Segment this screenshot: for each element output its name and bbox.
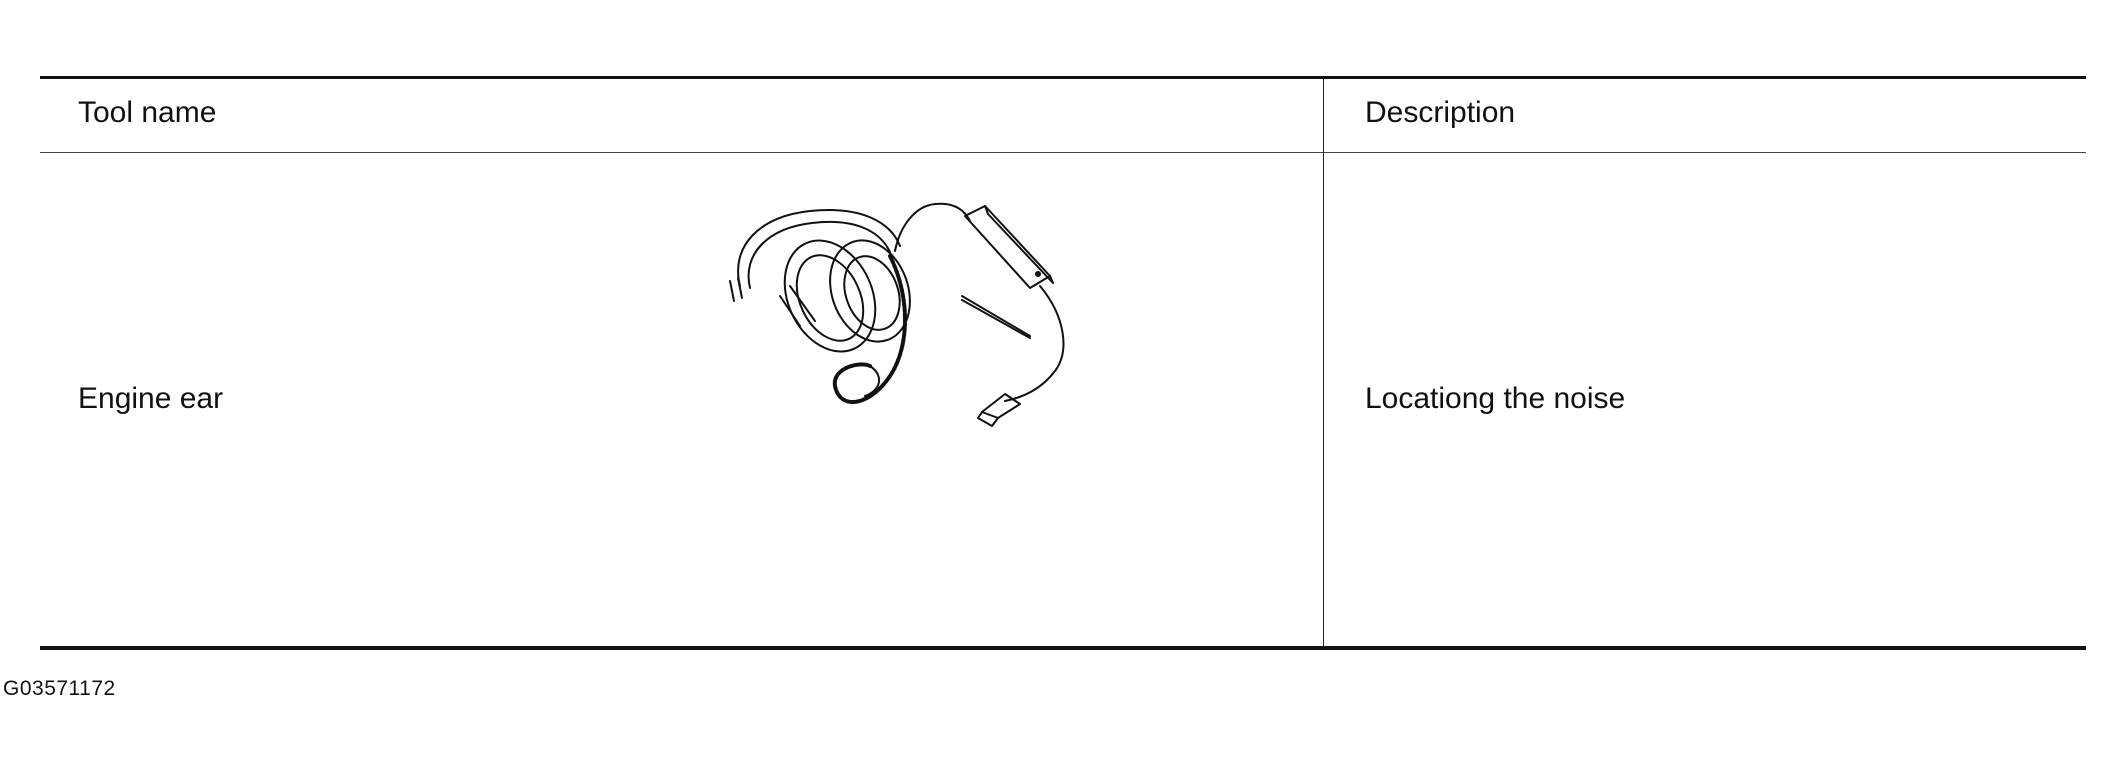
row-tool-name: Engine ear — [78, 382, 224, 415]
tool-table: Tool name Description Engine ear Locatio… — [40, 76, 2086, 650]
engine-ear-headset-icon — [729, 202, 1065, 427]
header-tool-name: Tool name — [78, 96, 217, 129]
table-top-rule — [40, 76, 2086, 79]
header-description: Description — [1365, 96, 1516, 129]
column-divider — [1323, 79, 1324, 646]
figure-code: G03571172 — [3, 677, 116, 700]
table-bottom-rule — [40, 646, 2086, 650]
row-description: Locationg the noise — [1365, 382, 1626, 415]
header-divider-rule — [40, 152, 2086, 153]
